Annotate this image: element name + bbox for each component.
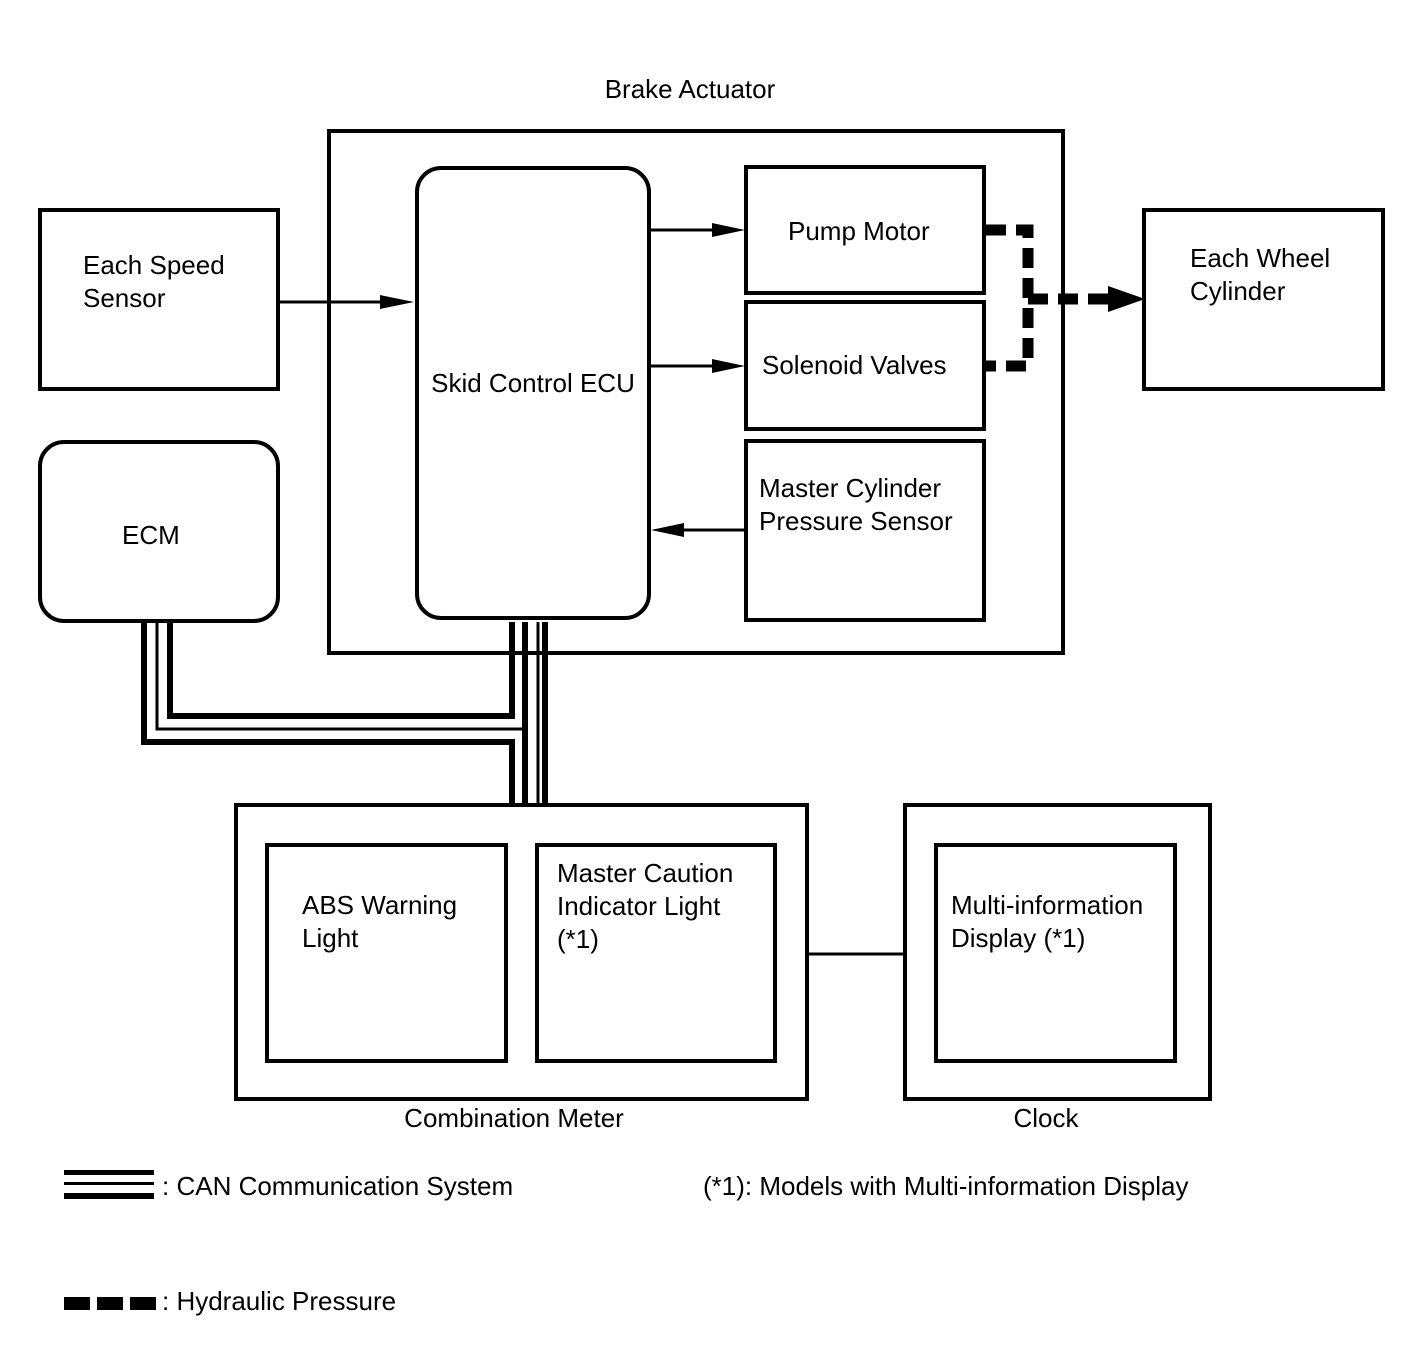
- abs-warning-light-label: ABS Warning Light: [302, 890, 458, 953]
- arrow-ecu-to-solenoid-valves: [651, 359, 745, 373]
- abs-warning-light-box: [265, 843, 508, 1063]
- skid-control-ecu-box: [415, 166, 651, 620]
- multi-information-display-label: Multi-information Display (*1): [951, 890, 1144, 953]
- brake-actuator-title: Brake Actuator: [604, 74, 776, 104]
- solenoid-valves-label: Solenoid Valves: [762, 350, 947, 380]
- skid-control-ecu-label: Skid Control ECU: [431, 368, 635, 398]
- multi-information-display-box: [934, 843, 1177, 1063]
- master-caution-indicator-light-box: [535, 843, 777, 1063]
- brake-actuator-box: [327, 129, 1065, 655]
- each-speed-sensor-box: [38, 208, 280, 391]
- hydraulic-pressure-line: [986, 224, 1145, 372]
- arrow-pressure-sensor-to-ecu: [651, 523, 745, 537]
- clock-label: Clock: [1013, 1103, 1079, 1133]
- master-cylinder-pressure-sensor-label: Master Cylinder Pressure Sensor: [759, 473, 953, 536]
- ecm-label: ECM: [122, 520, 180, 550]
- each-wheel-cylinder-label: Each Wheel Cylinder: [1190, 243, 1331, 306]
- legend-hydraulic-symbol: [64, 1297, 156, 1310]
- combination-meter-box: [234, 803, 809, 1101]
- combination-meter-label: Combination Meter: [404, 1103, 624, 1133]
- each-wheel-cylinder-box: [1142, 208, 1385, 391]
- clock-box: [903, 803, 1212, 1101]
- master-caution-indicator-light-label: Master Caution Indicator Light (*1): [557, 858, 734, 954]
- pump-motor-box: [744, 165, 986, 295]
- each-speed-sensor-label: Each Speed Sensor: [83, 250, 225, 313]
- legend-can-symbol: [64, 1170, 154, 1199]
- legend-can-label: : CAN Communication System: [162, 1171, 514, 1201]
- arrow-ecu-to-pump-motor: [651, 223, 745, 237]
- legend-hydraulic-label: : Hydraulic Pressure: [162, 1286, 397, 1316]
- pump-motor-label: Pump Motor: [788, 216, 930, 246]
- master-cylinder-pressure-sensor-box: [744, 439, 986, 622]
- ecm-box: [38, 440, 280, 623]
- legend-footnote: (*1): Models with Multi-information Disp…: [703, 1171, 1189, 1201]
- solenoid-valves-box: [744, 300, 986, 431]
